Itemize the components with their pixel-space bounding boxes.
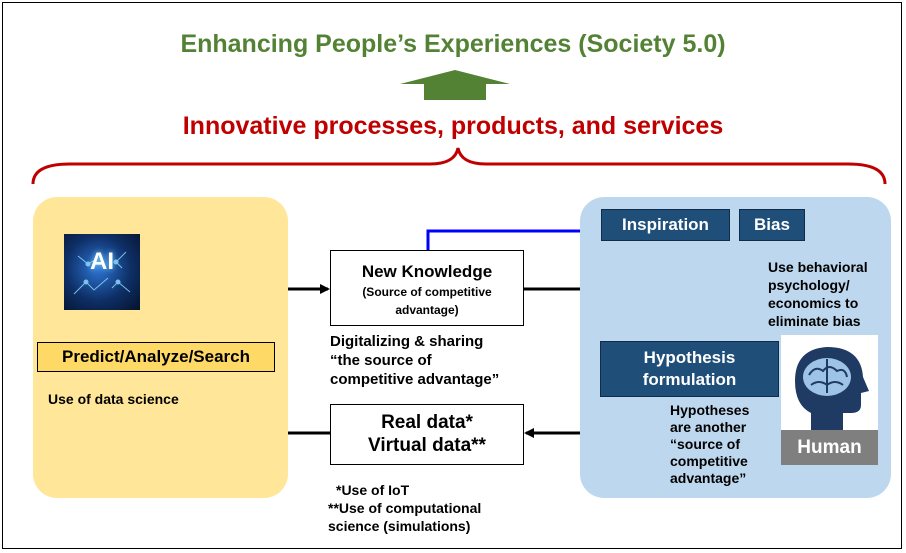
behavioral-line-1: Use behavioral [768, 259, 868, 275]
digitalizing-line-3: competitive advantage” [330, 371, 500, 388]
footnotes: *Use of IoT **Use of computational scien… [328, 481, 481, 535]
new-knowledge-sub-2: advantage) [395, 303, 459, 317]
behavioral-line-3: economics to [768, 295, 859, 311]
human-label: Human [781, 430, 878, 465]
hypotheses-line-4: competitive [670, 453, 748, 469]
circuit-icon [73, 251, 131, 295]
hypothesis-line-1: Hypothesis [643, 348, 736, 367]
predict-analyze-search-box: Predict/Analyze/Search [37, 342, 275, 372]
digitalizing-note: Digitalizing & sharing “the source of co… [330, 332, 499, 389]
footnote-simulations: science (simulations) [328, 518, 471, 534]
curly-brace [31, 147, 887, 185]
behavioral-line-4: eliminate bias [768, 313, 861, 329]
hypothesis-box: Hypothesis formulation [600, 341, 779, 397]
footnote-computational: **Use of computational [328, 500, 482, 516]
hypotheses-line-2: are another [670, 419, 747, 435]
virtual-data-label: Virtual data** [368, 435, 486, 456]
hypotheses-line-1: Hypotheses [670, 402, 750, 418]
human-head-icon [795, 347, 869, 430]
new-knowledge-sub-1: (Source of competitive [362, 285, 492, 299]
data-box: Real data* Virtual data** [330, 404, 524, 465]
green-up-arrow [400, 70, 510, 100]
hypotheses-line-5: advantage” [670, 470, 747, 486]
behavioral-line-2: psychology/ [768, 277, 850, 293]
hypothesis-line-2: formulation [642, 370, 737, 389]
ai-label: AI [90, 248, 114, 275]
footnote-iot: *Use of IoT [336, 482, 410, 498]
new-knowledge-title: New Knowledge [361, 262, 493, 281]
inspiration-box: Inspiration [601, 209, 730, 241]
ai-brain-image: AI [64, 234, 140, 310]
hypotheses-note: Hypotheses are another “source of compet… [670, 402, 749, 487]
society-title: Enhancing People’s Experiences (Society … [180, 30, 726, 58]
innovation-title: Innovative processes, products, and serv… [182, 112, 724, 140]
digitalizing-line-1: Digitalizing & sharing [330, 333, 484, 350]
digitalizing-line-2: “the source of [330, 352, 432, 369]
new-knowledge-box: New Knowledge (Source of competitive adv… [330, 250, 524, 326]
arrow-knowledge-to-inspiration [426, 226, 601, 250]
real-data-label: Real data* [381, 412, 473, 433]
data-science-note: Use of data science [48, 391, 179, 407]
behavioral-note: Use behavioral psychology/ economics to … [768, 258, 868, 330]
bias-box: Bias [739, 209, 805, 241]
hypotheses-line-3: “source of [670, 436, 741, 452]
